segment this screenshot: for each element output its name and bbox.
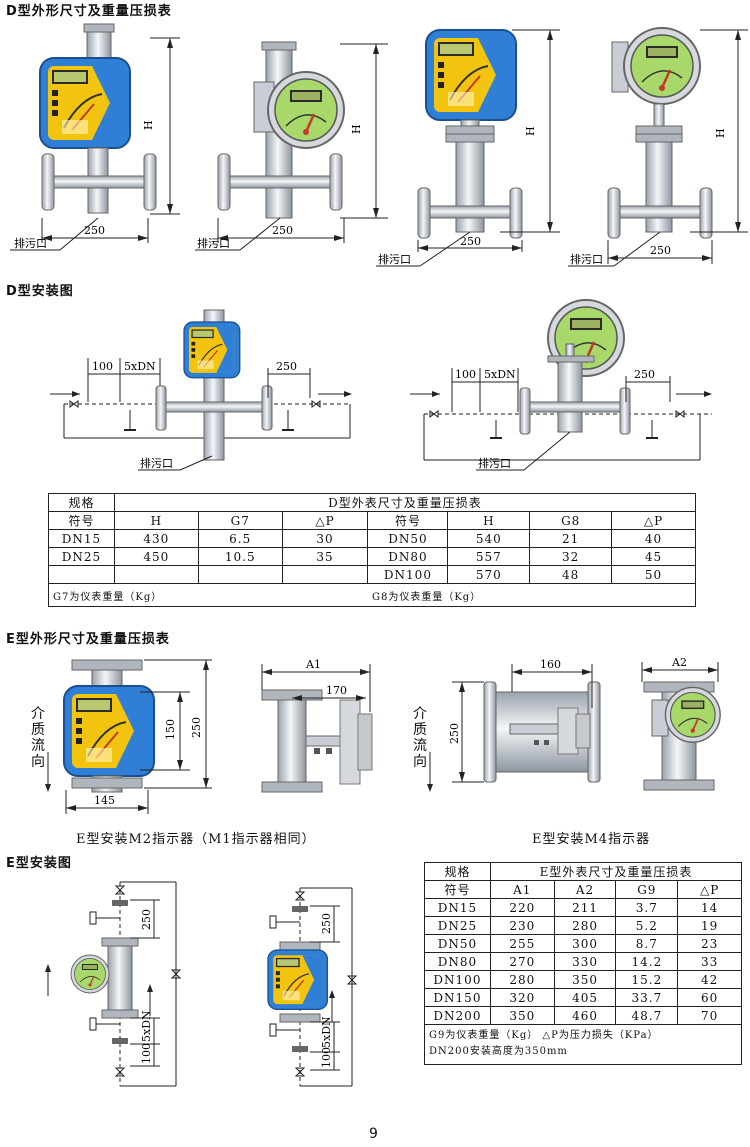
page-number: 9 bbox=[369, 1126, 378, 1142]
svg-text:250: 250 bbox=[84, 224, 105, 237]
note-install-height: DN200安装高度为350mm bbox=[429, 1046, 568, 1057]
svg-text:100: 100 bbox=[140, 1043, 153, 1064]
spec-label: 规格 bbox=[48, 493, 115, 512]
d-install-right: 100 5xDN 250 排污口 bbox=[410, 298, 712, 471]
table-note-row: G9为仪表重量（Kg） △P为压力损失（KPa） DN200安装高度为350mm bbox=[424, 1024, 742, 1065]
svg-text:排污口: 排污口 bbox=[197, 236, 230, 250]
flow-direction-label-left: 介质流向 bbox=[31, 706, 45, 770]
svg-text:5xDN: 5xDN bbox=[124, 360, 156, 373]
meter-square-icon bbox=[267, 949, 329, 1011]
svg-text:排污口: 排污口 bbox=[14, 236, 47, 250]
svg-text:排污口: 排污口 bbox=[478, 456, 511, 470]
table-header-row: 符号 A1 A2 G9 △P bbox=[424, 880, 742, 899]
d-drawing-2: H 250 排污口 bbox=[195, 41, 388, 251]
table-header-row: 符号 H G7 △P 符号 H G8 △P bbox=[48, 511, 696, 530]
e-install-left: 250 5xDN 100 bbox=[45, 881, 182, 1087]
meter-square-icon bbox=[39, 57, 131, 149]
e-install-right: 250 5xDN 100 bbox=[267, 887, 358, 1087]
table-title: E型外表尺寸及重量压损表 bbox=[489, 862, 743, 881]
svg-text:145: 145 bbox=[94, 794, 115, 807]
svg-text:250: 250 bbox=[276, 360, 297, 373]
meter-square-icon bbox=[425, 29, 517, 121]
meter-round-icon bbox=[266, 70, 346, 150]
meter-round-icon bbox=[622, 26, 702, 106]
meter-round-icon bbox=[664, 686, 722, 744]
svg-text:H: H bbox=[714, 128, 727, 138]
svg-text:100: 100 bbox=[92, 360, 113, 373]
e-install-drawings: 250 5xDN 100 250 5xDN 100 bbox=[45, 881, 358, 1087]
meter-round-icon bbox=[70, 954, 110, 994]
svg-text:250: 250 bbox=[190, 717, 203, 738]
section-title-d-install: D型安装图 bbox=[6, 284, 74, 299]
svg-text:250: 250 bbox=[634, 368, 655, 381]
d-drawing-4: H 250 排污口 bbox=[568, 26, 748, 267]
table-title: D型外表尺寸及重量压损表 bbox=[113, 493, 697, 512]
d-install-drawings: 100 5xDN 250 排污口 100 5xDN bbox=[50, 298, 712, 471]
d-outline-drawings: H 250 排污口 H 250 排污口 bbox=[10, 23, 748, 267]
table-row: DN100 570 48 50 bbox=[48, 565, 696, 584]
d-drawing-1: H 250 排污口 bbox=[10, 23, 180, 251]
caption-m2: E型安装M2指示器（M1指示器相同） bbox=[76, 832, 316, 847]
svg-text:250: 250 bbox=[320, 913, 333, 934]
svg-text:H: H bbox=[350, 124, 363, 134]
svg-text:160: 160 bbox=[540, 658, 561, 671]
e-drawing-1: 150 250 145 bbox=[63, 659, 212, 814]
dim-H-1: H bbox=[142, 120, 155, 130]
section-title-d-dims: D型外形尺寸及重量压损表 bbox=[6, 4, 172, 19]
svg-text:5xDN: 5xDN bbox=[140, 1010, 153, 1042]
note-weight-pressure: G9为仪表重量（Kg） △P为压力损失（KPa） bbox=[429, 1030, 659, 1041]
d-drawing-3: H 250 排污口 bbox=[376, 29, 560, 267]
flange-icon bbox=[41, 153, 55, 211]
svg-text:250: 250 bbox=[448, 723, 461, 744]
e-drawing-2: A1 170 bbox=[261, 658, 373, 793]
svg-text:250: 250 bbox=[650, 244, 671, 257]
svg-text:A1: A1 bbox=[305, 658, 321, 671]
table-row: DN15 430 6.5 30 DN50 540 21 40 bbox=[48, 529, 696, 548]
svg-text:150: 150 bbox=[164, 719, 177, 740]
meter-square-icon bbox=[63, 685, 155, 777]
valve-icon bbox=[69, 400, 79, 408]
svg-text:排污口: 排污口 bbox=[378, 252, 411, 266]
e-outline-drawings: 150 250 145 A1 170 bbox=[45, 656, 722, 814]
flow-direction-label-right: 介质流向 bbox=[413, 706, 427, 770]
svg-text:排污口: 排污口 bbox=[570, 252, 603, 266]
table-note-row: G7为仪表重量（Kg） G8为仪表重量（Kg） bbox=[47, 583, 696, 607]
table-row: DN25 450 10.5 35 DN80 557 32 45 bbox=[48, 547, 696, 566]
e-drawing-3: 160 250 bbox=[448, 658, 601, 783]
caption-m4: E型安装M4指示器 bbox=[532, 832, 651, 847]
spec-label: 规格 bbox=[424, 862, 491, 881]
svg-text:170: 170 bbox=[326, 684, 347, 697]
svg-text:100: 100 bbox=[455, 368, 476, 381]
svg-text:A2: A2 bbox=[671, 656, 687, 669]
svg-text:250: 250 bbox=[272, 224, 293, 237]
section-title-e-dims: E型外形尺寸及重量压损表 bbox=[6, 632, 170, 647]
meter-square-icon bbox=[183, 321, 241, 379]
svg-text:5xDN: 5xDN bbox=[484, 368, 516, 381]
svg-text:250: 250 bbox=[140, 909, 153, 930]
svg-text:250: 250 bbox=[460, 235, 481, 248]
d-spec-table: 规格 D型外表尺寸及重量压损表 符号 H G7 △P 符号 H G8 △P DN… bbox=[47, 493, 697, 607]
section-title-e-install: E型安装图 bbox=[6, 856, 72, 871]
svg-text:5xDN: 5xDN bbox=[320, 1016, 333, 1048]
svg-text:H: H bbox=[524, 126, 537, 136]
e-drawing-4: A2 bbox=[641, 656, 722, 791]
svg-text:排污口: 排污口 bbox=[140, 456, 173, 470]
svg-text:100: 100 bbox=[320, 1047, 333, 1068]
d-install-left: 100 5xDN 250 排污口 bbox=[50, 309, 352, 471]
